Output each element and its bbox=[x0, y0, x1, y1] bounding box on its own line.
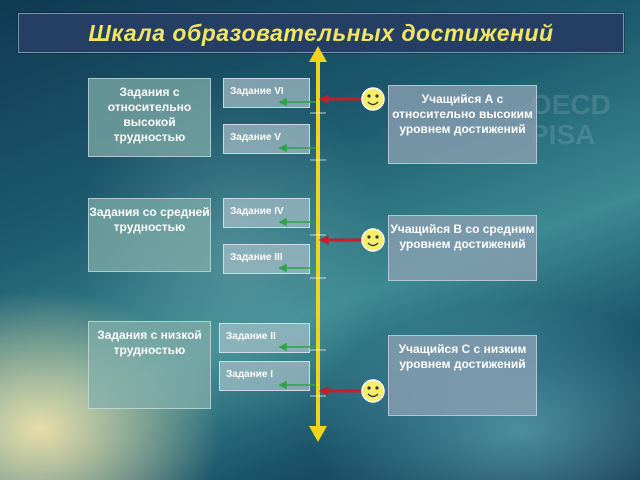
task-2: Задание II bbox=[219, 323, 310, 353]
category-low: Задания с низкой трудностью bbox=[88, 321, 211, 409]
axis-arrow-down bbox=[309, 426, 327, 442]
task-6: Задание VI bbox=[223, 78, 310, 108]
student-c: Учащийся С с низким уровнем достижений bbox=[388, 335, 537, 416]
smiley-icon bbox=[361, 87, 385, 111]
task-3-arrow bbox=[278, 263, 316, 273]
page-title: Шкала образовательных достижений bbox=[88, 19, 554, 46]
axis-arrow-up bbox=[309, 46, 327, 62]
task-4: Задание IV bbox=[223, 198, 310, 228]
task-4-arrow bbox=[278, 217, 316, 227]
student-a-pointer bbox=[318, 94, 362, 104]
student-b-pointer bbox=[318, 235, 362, 245]
task-6-arrow bbox=[278, 97, 316, 107]
task-5: Задание V bbox=[223, 124, 310, 154]
smiley-icon bbox=[361, 228, 385, 252]
task-5-arrow bbox=[278, 143, 316, 153]
scale-axis bbox=[309, 46, 327, 442]
task-3: Задание III bbox=[223, 244, 310, 274]
student-c-pointer bbox=[318, 386, 362, 396]
category-high: Задания с относительно высокой трудность… bbox=[88, 78, 211, 157]
task-1-arrow bbox=[278, 380, 316, 390]
category-medium: Задания со средней трудностью bbox=[88, 198, 211, 272]
title-bar: Шкала образовательных достижений bbox=[18, 13, 624, 53]
student-b: Учащийся В со средним уровнем достижений bbox=[388, 215, 537, 281]
watermark: OECD PISA bbox=[530, 89, 611, 150]
task-1: Задание I bbox=[219, 361, 310, 391]
smiley-icon bbox=[361, 379, 385, 403]
student-a: Учащийся А с относительно высоким уровне… bbox=[388, 85, 537, 164]
task-2-arrow bbox=[278, 342, 316, 352]
